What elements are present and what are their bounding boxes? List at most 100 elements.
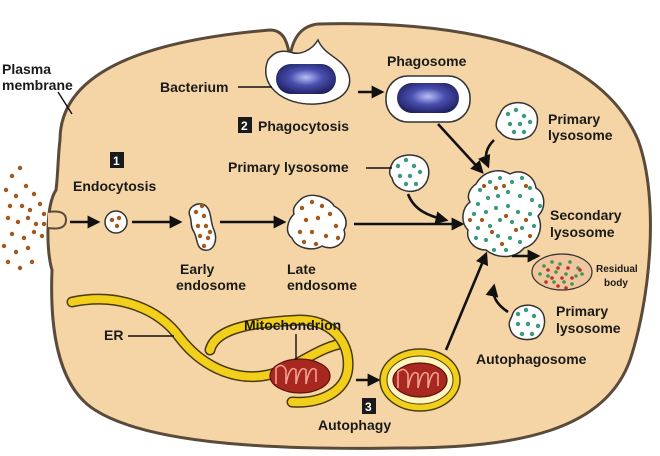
particle-dot [562, 280, 566, 284]
particle-dot [31, 229, 37, 235]
particle-dot [201, 213, 207, 219]
particle-dot [503, 213, 509, 219]
particle-dot [201, 243, 207, 249]
particle-dot [467, 217, 473, 223]
phagosome-label: Phagosome [387, 53, 467, 69]
particle-dot [556, 266, 560, 270]
svg-text:endosome: endosome [287, 277, 357, 293]
particle-dot [299, 205, 305, 211]
particle-dot [556, 284, 560, 288]
particle-dot [546, 268, 550, 272]
svg-text:1: 1 [113, 154, 120, 168]
particle-dot [538, 272, 542, 276]
particle-dot [407, 173, 413, 179]
particle-dot [473, 235, 479, 241]
particle-dot [521, 129, 527, 135]
particle-dot [574, 274, 578, 278]
svg-text:Plasma: Plasma [2, 61, 51, 77]
particle-dot [193, 209, 199, 215]
autophagosome-to-secondary-arrow [444, 251, 488, 351]
particle-dot [505, 189, 511, 195]
autophagosome-label: Autophagosome [476, 351, 587, 367]
particle-dot [527, 119, 533, 125]
primary-lysosome-bottom [508, 304, 546, 341]
particle-dot [564, 286, 568, 290]
particle-dot [505, 111, 511, 117]
particle-dot [507, 121, 513, 127]
particle-dot [531, 313, 537, 319]
particle-dot [483, 237, 489, 243]
early-endosome [188, 203, 217, 251]
svg-text:Primary lysosome: Primary lysosome [228, 159, 349, 175]
svg-text:Early: Early [180, 261, 214, 277]
particle-dot [515, 311, 521, 317]
particle-dot [9, 231, 15, 237]
phagosome [385, 75, 471, 123]
svg-text:endosome: endosome [176, 277, 246, 293]
endocytosis-step: 1 Endocytosis [73, 152, 156, 194]
svg-text:lysosome: lysosome [550, 224, 615, 240]
particle-dot [566, 266, 570, 270]
svg-text:Phagocytosis: Phagocytosis [258, 118, 349, 134]
particle-dot [531, 223, 537, 229]
particle-dot [17, 165, 23, 171]
primary-lysosome-middle-label: Primary lysosome [228, 159, 392, 175]
particle-dot [527, 233, 533, 239]
svg-text:Endocytosis: Endocytosis [73, 178, 156, 194]
particle-dot [41, 211, 47, 217]
particle-dot [199, 203, 205, 209]
particle-dot [509, 219, 515, 225]
particle-dot [523, 217, 529, 223]
svg-text:ER: ER [104, 327, 123, 343]
particle-dot [523, 307, 529, 313]
particle-dot [403, 181, 409, 187]
particle-dot [33, 221, 39, 227]
residual-body [531, 253, 593, 291]
particle-dot [297, 229, 303, 235]
particle-dot [578, 268, 582, 272]
primary-bottom-to-secondary-arrow [485, 283, 509, 314]
particle-dot [29, 259, 35, 265]
particle-dot [517, 121, 523, 127]
mitochondrion-forming [204, 314, 354, 408]
particle-dot [517, 239, 523, 245]
particle-dot [471, 211, 477, 217]
particle-dot [527, 185, 533, 191]
particle-dot [568, 260, 572, 264]
svg-text:Mitochondrion: Mitochondrion [244, 317, 341, 333]
residual-body-label: Residual body [596, 264, 638, 289]
svg-text:3: 3 [365, 400, 372, 414]
late-endosome [286, 194, 347, 250]
late-endosome-label: Late endosome [287, 261, 357, 293]
early-endosome-label: Early endosome [176, 261, 246, 293]
particle-dot [303, 217, 309, 223]
particle-dot [411, 163, 417, 169]
particle-dot [319, 203, 325, 209]
particle-dot [497, 175, 503, 181]
plasma-membrane-label: Plasma membrane [2, 61, 73, 115]
endocytosis-pocket [47, 210, 68, 230]
particle-dot [487, 223, 493, 229]
particle-dot [481, 183, 487, 189]
particle-dot [515, 209, 521, 215]
particle-dot [513, 227, 519, 233]
primary-lysosome-bottom-label: Primary lysosome [556, 303, 621, 336]
particle-dot [403, 157, 409, 163]
particle-dot [501, 183, 507, 189]
particle-dot [554, 270, 558, 274]
particle-dot [25, 215, 31, 221]
particle-dot [507, 235, 513, 241]
particle-dot [564, 272, 568, 276]
phagocytosis-step: 2 Phagocytosis [238, 117, 349, 134]
particle-dot [9, 173, 15, 179]
particle-dot [3, 187, 9, 193]
svg-text:Bacterium: Bacterium [160, 79, 228, 95]
particle-dot [327, 211, 333, 217]
extracellular-particles [1, 165, 47, 271]
particle-dot [517, 193, 523, 199]
particle-dot [17, 265, 23, 271]
particle-dot [550, 260, 554, 264]
particle-dot [499, 241, 505, 247]
particle-dot [7, 203, 13, 209]
primary-lysosome-middle [388, 154, 430, 192]
